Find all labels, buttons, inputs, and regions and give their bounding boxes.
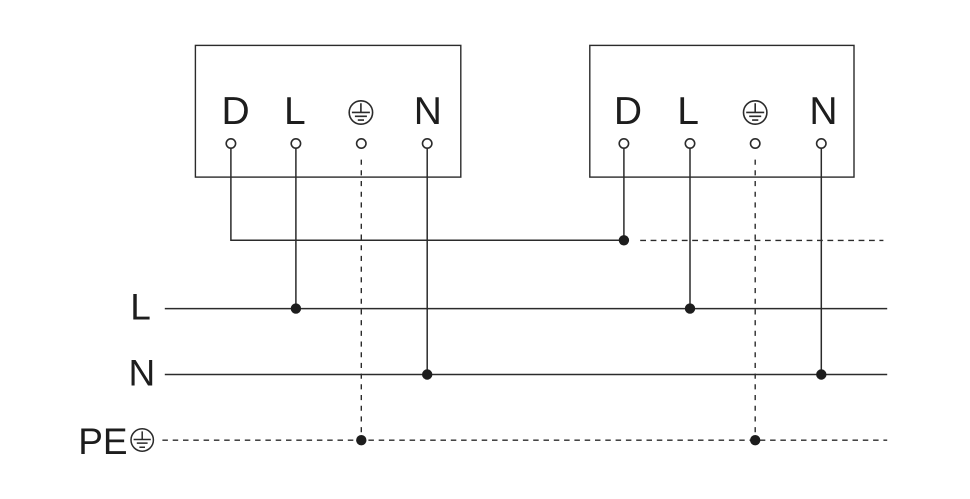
svg-text:N: N <box>129 353 156 394</box>
svg-text:PE: PE <box>78 421 127 462</box>
svg-text:L: L <box>130 287 151 328</box>
svg-text:D: D <box>614 90 642 133</box>
svg-text:D: D <box>222 90 250 133</box>
svg-text:L: L <box>677 90 699 133</box>
svg-text:N: N <box>809 90 837 133</box>
svg-text:N: N <box>414 90 442 133</box>
svg-text:L: L <box>284 90 306 133</box>
